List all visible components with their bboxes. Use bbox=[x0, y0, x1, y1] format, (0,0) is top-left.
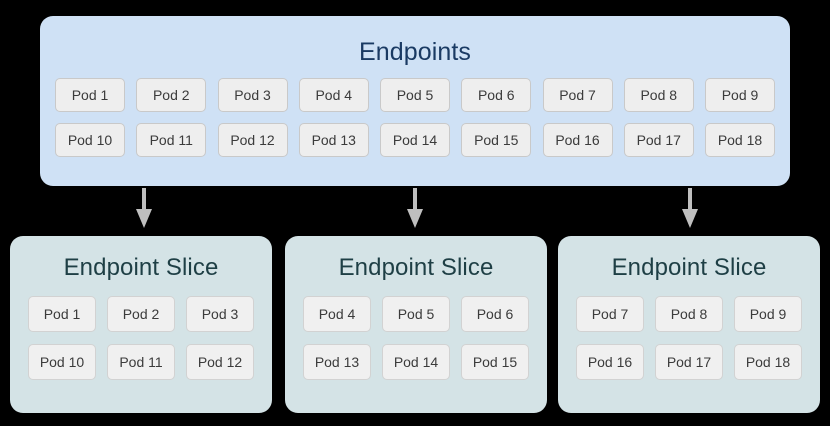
endpoint-slice-title: Endpoint Slice bbox=[611, 254, 767, 281]
pod-chip: Pod 10 bbox=[28, 344, 96, 380]
endpoint-slice-title: Endpoint Slice bbox=[338, 254, 494, 281]
endpoint-slice-pod-row: Pod 16 Pod 17 Pod 18 bbox=[576, 344, 802, 380]
endpoint-slice-pod-grid: Pod 1 Pod 2 Pod 3 Pod 10 Pod 11 Pod 12 bbox=[28, 296, 254, 380]
endpoints-pod-row: Pod 10 Pod 11 Pod 12 Pod 13 Pod 14 Pod 1… bbox=[55, 123, 775, 157]
pod-chip: Pod 7 bbox=[576, 296, 644, 332]
pod-chip: Pod 13 bbox=[303, 344, 371, 380]
arrow-down-icon bbox=[136, 188, 152, 228]
endpoint-slice-container-1: Endpoint Slice Pod 1 Pod 2 Pod 3 Pod 10 … bbox=[10, 236, 272, 413]
pod-chip: Pod 17 bbox=[655, 344, 723, 380]
arrow-down-icon bbox=[682, 188, 698, 228]
pod-chip: Pod 3 bbox=[186, 296, 254, 332]
pod-chip: Pod 8 bbox=[655, 296, 723, 332]
pod-chip: Pod 12 bbox=[186, 344, 254, 380]
endpoints-pod-grid: Pod 1 Pod 2 Pod 3 Pod 4 Pod 5 Pod 6 Pod … bbox=[55, 78, 775, 157]
pod-chip: Pod 13 bbox=[298, 123, 369, 157]
endpoints-title: Endpoints bbox=[358, 38, 472, 66]
pod-chip: Pod 6 bbox=[461, 78, 532, 112]
endpoint-slice-pod-row: Pod 4 Pod 5 Pod 6 bbox=[303, 296, 529, 332]
endpoints-container: Endpoints Pod 1 Pod 2 Pod 3 Pod 4 Pod 5 … bbox=[40, 16, 790, 186]
pod-chip: Pod 6 bbox=[461, 296, 529, 332]
endpoint-slice-pod-row: Pod 10 Pod 11 Pod 12 bbox=[28, 344, 254, 380]
endpoint-slice-pod-row: Pod 7 Pod 8 Pod 9 bbox=[576, 296, 802, 332]
endpoint-slice-pod-row: Pod 13 Pod 14 Pod 15 bbox=[303, 344, 529, 380]
pod-chip: Pod 9 bbox=[734, 296, 802, 332]
pod-chip: Pod 8 bbox=[623, 78, 694, 112]
pod-chip: Pod 11 bbox=[107, 344, 175, 380]
pod-chip: Pod 9 bbox=[705, 78, 775, 112]
pod-chip: Pod 4 bbox=[303, 296, 371, 332]
pod-chip: Pod 18 bbox=[734, 344, 802, 380]
pod-chip: Pod 16 bbox=[576, 344, 644, 380]
pod-chip: Pod 3 bbox=[217, 78, 288, 112]
endpoint-slice-title: Endpoint Slice bbox=[63, 254, 219, 281]
pod-chip: Pod 7 bbox=[542, 78, 613, 112]
pod-chip: Pod 5 bbox=[382, 296, 450, 332]
endpoint-slice-pod-row: Pod 1 Pod 2 Pod 3 bbox=[28, 296, 254, 332]
pod-chip: Pod 5 bbox=[380, 78, 450, 112]
endpoints-pod-row: Pod 1 Pod 2 Pod 3 Pod 4 Pod 5 Pod 6 Pod … bbox=[55, 78, 775, 112]
pod-chip: Pod 4 bbox=[298, 78, 369, 112]
pod-chip: Pod 1 bbox=[28, 296, 96, 332]
arrow-down-icon bbox=[407, 188, 423, 228]
pod-chip: Pod 11 bbox=[136, 123, 207, 157]
endpoint-slice-pod-grid: Pod 7 Pod 8 Pod 9 Pod 16 Pod 17 Pod 18 bbox=[576, 296, 802, 380]
endpoint-slice-pod-grid: Pod 4 Pod 5 Pod 6 Pod 13 Pod 14 Pod 15 bbox=[303, 296, 529, 380]
pod-chip: Pod 18 bbox=[705, 123, 775, 157]
pod-chip: Pod 2 bbox=[107, 296, 175, 332]
pod-chip: Pod 12 bbox=[217, 123, 288, 157]
pod-chip: Pod 16 bbox=[542, 123, 613, 157]
pod-chip: Pod 15 bbox=[461, 123, 532, 157]
pod-chip: Pod 15 bbox=[461, 344, 529, 380]
pod-chip: Pod 14 bbox=[382, 344, 450, 380]
pod-chip: Pod 10 bbox=[55, 123, 125, 157]
pod-chip: Pod 2 bbox=[136, 78, 207, 112]
pod-chip: Pod 17 bbox=[623, 123, 694, 157]
pod-chip: Pod 1 bbox=[55, 78, 125, 112]
endpoint-slice-container-3: Endpoint Slice Pod 7 Pod 8 Pod 9 Pod 16 … bbox=[558, 236, 820, 413]
pod-chip: Pod 14 bbox=[380, 123, 450, 157]
endpoint-slice-container-2: Endpoint Slice Pod 4 Pod 5 Pod 6 Pod 13 … bbox=[285, 236, 547, 413]
